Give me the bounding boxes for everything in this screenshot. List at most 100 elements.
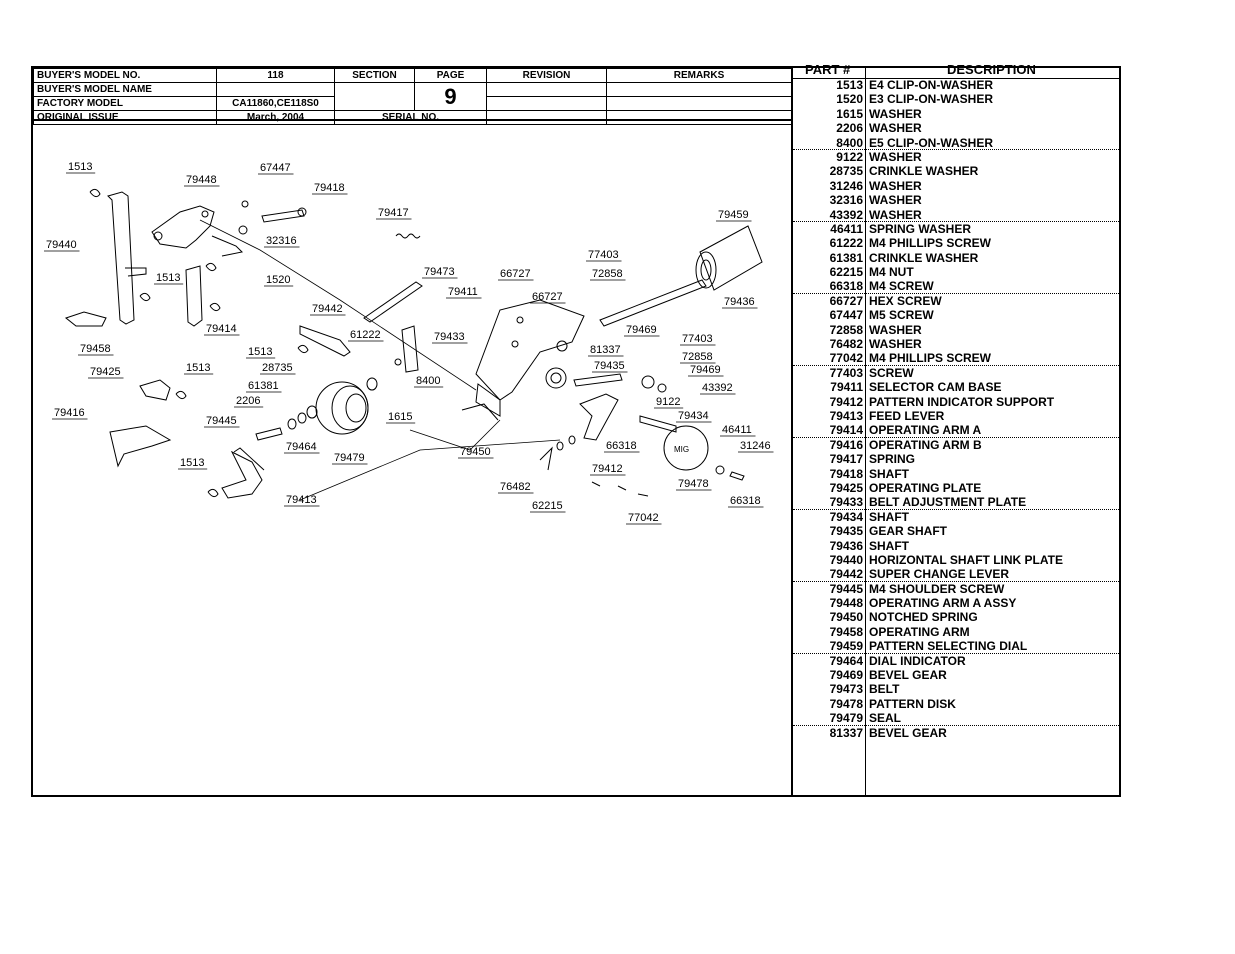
part-number: 79459	[829, 639, 863, 654]
part-description: DIAL INDICATOR	[869, 653, 966, 668]
callout-label: 66318	[606, 440, 637, 452]
part-description: M5 SCREW	[869, 308, 934, 323]
callout-label: 79411	[448, 286, 478, 298]
callout-label: 79459	[718, 209, 749, 221]
callout-label: 79434	[678, 410, 709, 422]
shaft-79436	[599, 279, 707, 327]
part-description: M4 SHOULDER SCREW	[869, 581, 1005, 596]
part-number: 9122	[836, 149, 863, 164]
part-description: BEVEL GEAR	[869, 668, 947, 683]
part-description: WASHER	[869, 193, 922, 208]
part-description: E4 CLIP-ON-WASHER	[869, 78, 994, 92]
callout-label: 66727	[500, 268, 531, 280]
part-row: 62215 M4 NUT	[793, 265, 1119, 279]
clip-washer	[175, 390, 187, 400]
part-number: 28735	[829, 164, 863, 179]
callout-label: 79448	[186, 174, 217, 186]
operating-arm-b	[109, 425, 172, 468]
part-number: 81337	[829, 725, 863, 740]
part-row: 66727 HEX SCREW	[793, 294, 1119, 308]
callout-label: 79425	[90, 366, 121, 378]
part-number: 79445	[829, 581, 863, 596]
callout-label: 1513	[186, 362, 210, 374]
part-row: 79435 GEAR SHAFT	[793, 524, 1119, 538]
part-number: 61381	[829, 250, 863, 265]
callout-label: 61381	[248, 380, 279, 392]
part-description: WASHER	[869, 337, 922, 352]
header-bottom-rule	[33, 119, 791, 121]
part-number: 66318	[829, 279, 863, 294]
callout-label: 2206	[236, 395, 260, 407]
part-description: SHAFT	[869, 509, 909, 524]
callout-label: 79478	[678, 478, 709, 490]
part-description: SHAFT	[869, 538, 909, 553]
part-number: 2206	[836, 121, 863, 136]
callout-label: 77403	[588, 249, 619, 261]
pattern-disk-marking: MIG	[674, 445, 689, 454]
part-description: M4 NUT	[869, 265, 914, 280]
part-description: WASHER	[869, 149, 922, 164]
callout-label: 79450	[460, 446, 491, 458]
part-description: NOTCHED SPRING	[869, 610, 978, 625]
clip-washer	[89, 188, 101, 198]
part-description: CRINKLE WASHER	[869, 250, 979, 265]
seal-79479	[366, 377, 378, 391]
part-number: 79440	[829, 552, 863, 567]
part-row: 8400 E5 CLIP-ON-WASHER	[793, 136, 1119, 150]
callout-label: 79464	[286, 441, 317, 453]
part-number: 62215	[829, 265, 863, 280]
page-label: PAGE	[414, 68, 487, 83]
callout-label: 1615	[388, 411, 412, 423]
part-description: BELT	[869, 682, 900, 697]
part-number: 79448	[829, 596, 863, 611]
factory-model-label: FACTORY MODEL	[33, 96, 217, 111]
part-description: FEED LEVER	[869, 408, 945, 423]
callout-label: 79413	[286, 494, 317, 506]
callout-label: 76482	[500, 481, 531, 493]
callout-label: 77403	[682, 333, 713, 345]
callout-label: 66318	[730, 495, 761, 507]
revision-label: REVISION	[486, 68, 607, 83]
spring-79417	[395, 233, 421, 239]
part-number: 79479	[829, 711, 863, 726]
part-description: E5 CLIP-ON-WASHER	[869, 135, 994, 150]
horizontal-shaft-link-plate	[107, 191, 135, 325]
part-number: 66727	[829, 293, 863, 308]
part-description: HEX SCREW	[869, 293, 942, 308]
section-value	[334, 82, 415, 111]
operating-arm	[64, 311, 107, 327]
clip-washer	[139, 292, 151, 302]
clip-washer	[209, 302, 221, 312]
part-description: OPERATING PLATE	[869, 480, 982, 495]
part-number: 8400	[836, 135, 863, 150]
callout-label: 1513	[156, 272, 180, 284]
clip-washer	[297, 344, 309, 354]
callout-label: 62215	[532, 500, 563, 512]
revision-cell-1	[486, 82, 607, 97]
part-number: 79442	[829, 567, 863, 582]
part-number: 79412	[829, 394, 863, 409]
part-number: 72858	[829, 322, 863, 337]
part-description: GEAR SHAFT	[869, 524, 947, 539]
part-number: 79435	[829, 524, 863, 539]
factory-model-value: CA11860,CE118S0	[216, 96, 335, 111]
